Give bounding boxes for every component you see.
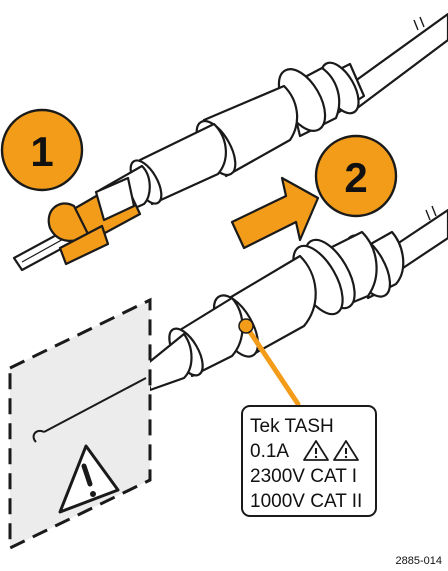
callout-leader <box>238 318 301 407</box>
rating-line-2: 0.1A <box>250 441 289 462</box>
step-2-badge: 2 <box>314 134 398 218</box>
tip-cover-grip <box>47 176 142 266</box>
warning-triangle-icon <box>333 440 359 461</box>
step-2-label: 2 <box>344 154 367 201</box>
rating-line-1: Tek TASH <box>250 416 334 437</box>
warning-triangle-icon <box>303 440 329 461</box>
rating-line-3: 2300V CAT I <box>250 466 357 487</box>
warning-triangle-icon <box>58 444 120 514</box>
arrow-right-icon <box>230 176 320 250</box>
warning-panel <box>8 297 152 551</box>
rating-line-4: 1000V CAT II <box>250 491 362 512</box>
step-1-badge: 1 <box>0 108 84 192</box>
probe-rating-label: Tek TASH 0.1A 2300V CAT I 1000V CAT II <box>241 405 377 517</box>
figure-id: 2885-014 <box>396 555 443 567</box>
step-1-label: 1 <box>30 128 53 175</box>
